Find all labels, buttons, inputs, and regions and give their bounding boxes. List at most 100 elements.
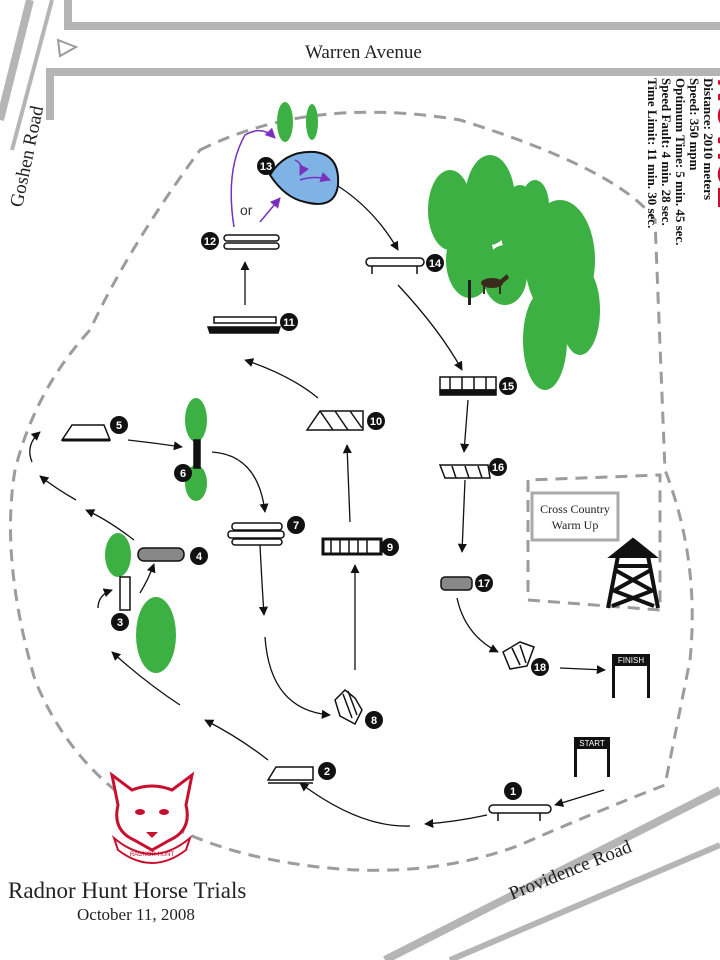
yield-triangle-icon (56, 38, 79, 58)
finish-gate: FINISH (612, 654, 650, 698)
fence-10-marker: 10 (367, 412, 385, 430)
fence-2-number: 2 (324, 766, 330, 778)
tree-icon (185, 398, 207, 442)
warm-up-label-1: Cross Country (540, 502, 610, 516)
fence-15-shape (439, 376, 497, 396)
fence-8-marker-circle (365, 711, 383, 729)
goshen-road-edge (10, 0, 54, 151)
fence-9-marker-circle (381, 538, 399, 556)
fence-12-marker-circle (201, 232, 219, 250)
warm-up-area: Cross Country Warm Up (526, 473, 662, 612)
fence-13-marker: 13 (257, 157, 275, 175)
fence-16-number: 16 (492, 462, 504, 474)
fence-13-marker-circle (257, 157, 275, 175)
alternate-route-lines (230, 127, 331, 228)
fence-2-marker-circle (318, 762, 336, 780)
fence-13-number: 13 (260, 161, 272, 173)
fence-10-marker-circle (367, 412, 385, 430)
finish-label: FINISH (618, 656, 644, 665)
fence-11-marker-circle (280, 313, 298, 331)
course-info-line-4: Speed Fault: 4 min. 28 sec. (659, 78, 674, 226)
fence-10-number: 10 (370, 416, 382, 428)
fence-14-number: 14 (429, 258, 442, 270)
fence-6-shape (193, 439, 201, 469)
course-info-line-5: Time Limit: 11 min. 30 sec. (645, 78, 660, 228)
warren-avenue-road (64, 0, 720, 30)
tree-icon (277, 102, 293, 142)
providence-road (383, 786, 720, 960)
fence-5-marker: 5 (110, 416, 128, 434)
warren-avenue-road-inner (46, 68, 720, 120)
fence-15-marker-circle (499, 377, 517, 395)
tree-icon (306, 104, 318, 140)
fence-5-shape (60, 424, 112, 442)
fence-18-shape (502, 641, 535, 670)
fence-4-marker-circle (190, 547, 208, 565)
horse-icon (481, 274, 509, 294)
fence-11-marker: 11 (280, 313, 298, 331)
fence-8-shape (334, 688, 363, 726)
route-lines (29, 185, 606, 828)
warm-up-boundary (526, 473, 662, 612)
fence-7-marker-circle (287, 516, 305, 534)
providence-road-label: Providence Road (506, 836, 635, 904)
fence-6-number: 6 (180, 468, 186, 480)
providence-road-edge (448, 842, 720, 960)
fence-2-shape (266, 766, 314, 784)
fence-7-marker: 7 (287, 516, 305, 534)
or-label: or (240, 202, 253, 218)
fence-17-marker-circle (475, 574, 493, 592)
goshen-road (0, 0, 34, 121)
fence-3-number: 3 (117, 617, 123, 629)
fence-12-number: 12 (204, 236, 216, 248)
course-info: NOVICE Distance: 2010 meters Speed: 350 … (645, 78, 720, 245)
water-pond (268, 150, 340, 205)
fence-4-shape (137, 547, 185, 562)
event-title: Radnor Hunt Horse Trials (8, 878, 246, 903)
fence-3-marker-circle (111, 613, 129, 631)
fence-9-shape (321, 537, 383, 556)
fence-11-number: 11 (283, 317, 295, 329)
fence-8-marker: 8 (365, 711, 383, 729)
course-info-line-1: Distance: 2010 meters (701, 78, 716, 200)
fence-7-shape (227, 522, 285, 546)
fence-8-number: 8 (371, 715, 377, 727)
watch-tower-icon (606, 537, 660, 609)
fence-15-number: 15 (502, 381, 514, 393)
course-boundary (9, 110, 694, 872)
tree-icon (105, 533, 131, 577)
fence-3-shape (119, 576, 131, 611)
fence-17-number: 17 (478, 578, 490, 590)
fence-14-marker-circle (426, 254, 444, 272)
fence-18-number: 18 (534, 662, 546, 674)
fence-3-marker: 3 (111, 613, 129, 631)
fence-18-marker-circle (531, 658, 549, 676)
fence-14-marker: 14 (426, 254, 444, 272)
fence-4-number: 4 (196, 551, 203, 563)
fence-5-marker-circle (110, 416, 128, 434)
fence-16-shape (438, 464, 491, 479)
fence-14-shape (365, 257, 425, 274)
logo-text: RADNOR HUNT (130, 852, 175, 858)
fence-12-marker: 12 (201, 232, 219, 250)
fence-5-number: 5 (116, 420, 122, 432)
start-gate: START (574, 737, 610, 777)
fence-18-marker: 18 (531, 658, 549, 676)
fence-15-marker: 15 (499, 377, 517, 395)
fence-17-marker: 17 (475, 574, 493, 592)
fence-1-marker: 1 (504, 782, 522, 800)
fence-9-marker: 9 (381, 538, 399, 556)
fence-12-shape (223, 234, 280, 250)
tree-cluster-east-icon (428, 155, 600, 390)
course-info-line-3: Optimum Time: 5 min. 45 sec. (673, 78, 688, 245)
trees (105, 102, 600, 673)
fence-1-marker-circle (504, 782, 522, 800)
fox-head-icon (109, 771, 195, 852)
fence-11-shape (206, 316, 282, 334)
event-date: October 11, 2008 (77, 905, 195, 924)
fence-16-marker: 16 (489, 458, 507, 476)
fence-7-number: 7 (293, 520, 299, 532)
